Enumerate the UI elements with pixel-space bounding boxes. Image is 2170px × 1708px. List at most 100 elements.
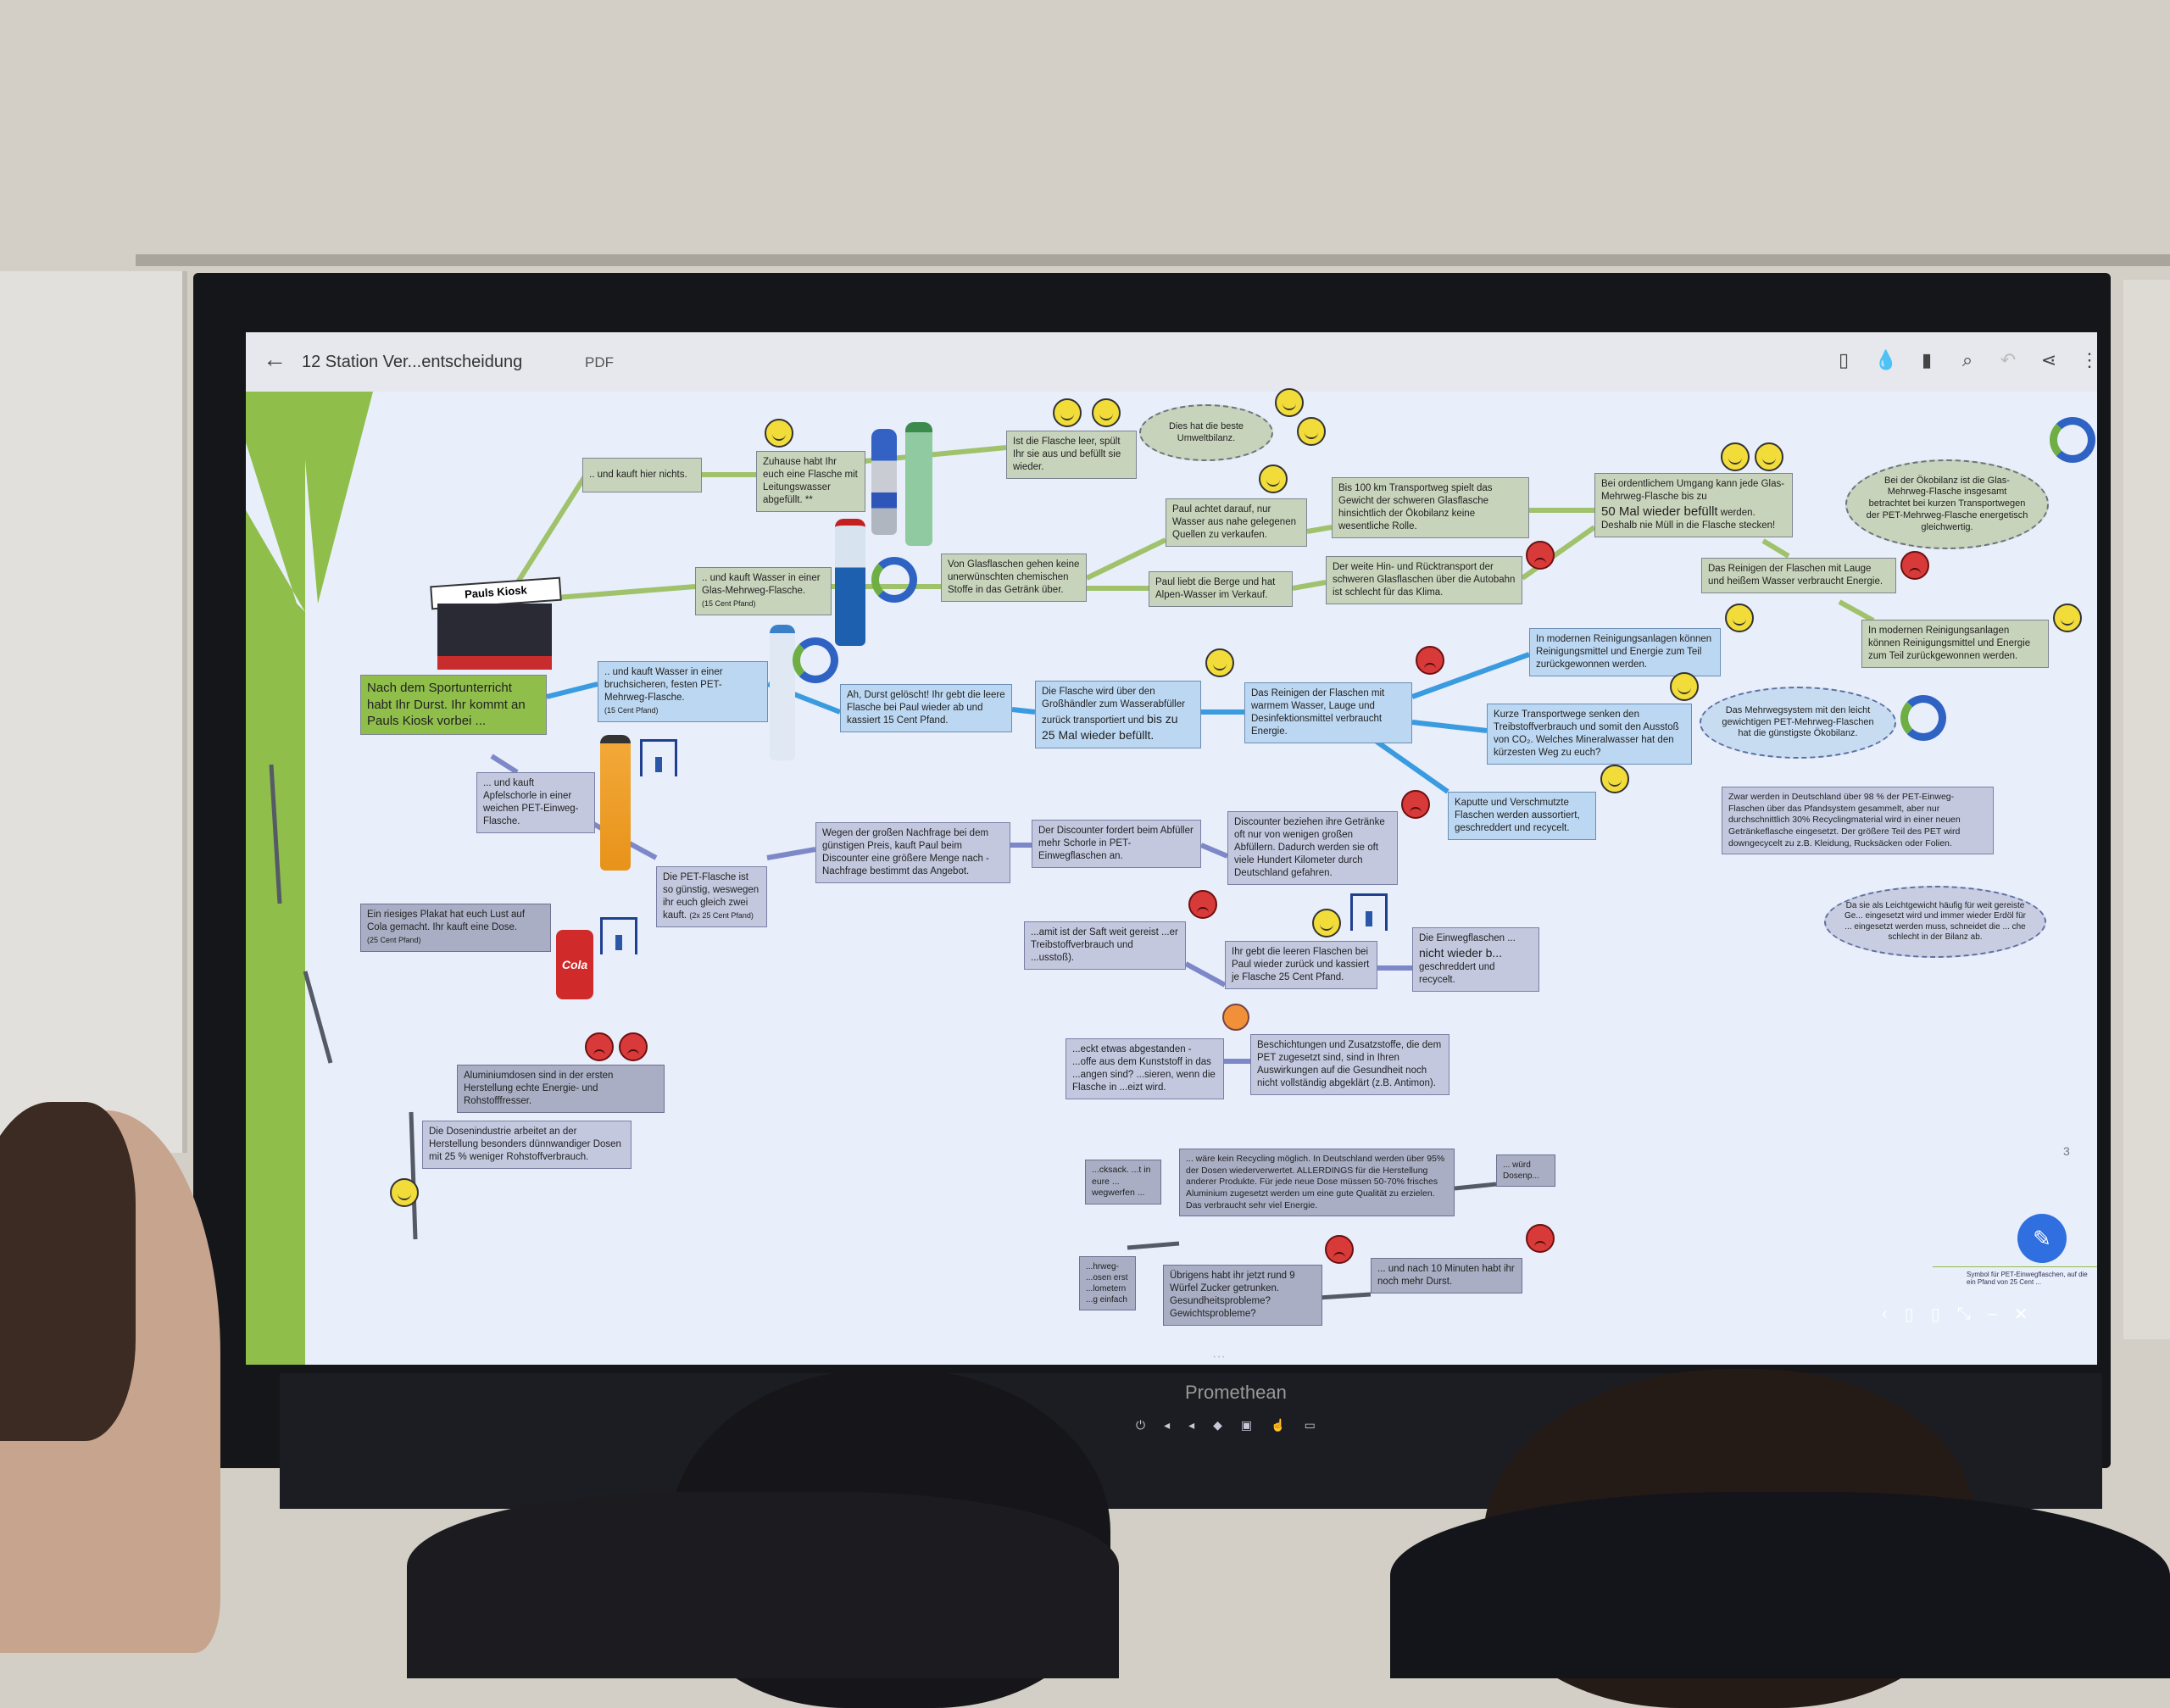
grey-lines bbox=[269, 764, 1497, 1301]
page-number: 3 bbox=[2063, 1144, 2070, 1158]
thumbs-up-smiley-icon bbox=[1600, 765, 1629, 793]
deposit-note: (2x 25 Cent Pfand) bbox=[689, 910, 754, 920]
collapse-button[interactable]: ⤡ bbox=[1956, 1304, 1971, 1323]
thumbs-up-smiley-icon bbox=[1205, 648, 1234, 677]
thumbs-up-smiley-icon bbox=[765, 419, 793, 448]
thumbs-up-smiley-icon bbox=[1275, 388, 1304, 417]
callout-oeko-glass: Bei der Ökobilanz ist die Glas-Mehrweg-F… bbox=[1845, 459, 2049, 549]
deposit-note: (25 Cent Pfand) bbox=[367, 935, 421, 944]
minimize-button[interactable]: – bbox=[1987, 1304, 1997, 1323]
node-glass-buy: .. und kauft Wasser in einer Glas-Mehrwe… bbox=[695, 567, 832, 615]
close-button[interactable]: ✕ bbox=[2013, 1305, 2028, 1324]
node-cheap-text: Die PET-Flasche ist so günstig, weswegen… bbox=[663, 872, 760, 921]
node-return-25: Ihr gebt die leeren Flaschen bei Paul wi… bbox=[1225, 941, 1377, 989]
legend-einweg-symbol: Symbol für PET-Einwegflaschen, auf die e… bbox=[1933, 1266, 2097, 1297]
pet-bottle-image bbox=[770, 625, 795, 760]
node-glass-chem: Von Glasflaschen gehen keine unerwünscht… bbox=[941, 554, 1087, 602]
thumbs-down-devil-icon bbox=[1526, 541, 1555, 570]
apple-bottle-image bbox=[600, 735, 631, 871]
prev-page-button[interactable]: ‹ bbox=[1882, 1304, 1888, 1323]
more-icon[interactable]: ⋮ bbox=[2080, 349, 2097, 370]
node-cola: Ein riesiges Plakat hat euch Lust auf Co… bbox=[360, 904, 551, 952]
search-icon[interactable]: ⌕ bbox=[1961, 349, 1973, 370]
node-pet-buy: .. und kauft Wasser in einer bruchsicher… bbox=[598, 661, 768, 722]
fifty-text-a: Bei ordentlichem Umgang kann jede Glas-M… bbox=[1601, 479, 1785, 502]
thumbs-up-smiley-icon bbox=[1721, 442, 1750, 471]
plastic-bottle-image bbox=[905, 422, 932, 546]
student-right-torso bbox=[1390, 1492, 2170, 1678]
node-pet-buy-text: .. und kauft Wasser in einer bruchsicher… bbox=[604, 667, 723, 703]
callout-pet-mw-best: Das Mehrwegsystem mit den leicht gewicht… bbox=[1700, 687, 1896, 759]
thumbs-down-devil-icon bbox=[1526, 1224, 1555, 1253]
node-juice: ...amit ist der Saft weit gereist ...er … bbox=[1024, 921, 1186, 970]
volume-up-icon[interactable]: ◂ bbox=[1188, 1417, 1195, 1432]
node-discounter-far: Discounter beziehen ihre Getränke oft nu… bbox=[1227, 811, 1398, 885]
freeze-icon[interactable]: ▭ bbox=[1304, 1417, 1316, 1432]
bezel-dots: ··· bbox=[1212, 1349, 1226, 1364]
whiteboard-panel bbox=[0, 271, 187, 1153]
student-center-torso bbox=[407, 1492, 1119, 1678]
thumbs-down-devil-icon bbox=[1416, 646, 1444, 675]
node-wholesale: Die Flasche wird über den Großhändler zu… bbox=[1035, 681, 1201, 748]
green-band bbox=[246, 392, 305, 1365]
back-arrow-icon[interactable]: ← bbox=[263, 346, 287, 372]
node-apple: ... und kauft Apfelschorle in einer weic… bbox=[476, 772, 595, 833]
share-icon[interactable]: ⋖ bbox=[2040, 349, 2057, 370]
promethean-home-icon[interactable]: ◆ bbox=[1213, 1417, 1222, 1432]
node-no-recycling: ... wäre kein Recycling möglich. In Deut… bbox=[1179, 1149, 1455, 1217]
node-thin-cans: Die Dosenindustrie arbeitet an der Herst… bbox=[422, 1121, 632, 1169]
document-title: 12 Station Ver...entscheidung bbox=[302, 353, 523, 371]
oneway-text-a: Die Einwegflaschen ... bbox=[1419, 933, 1516, 943]
wall-rail bbox=[136, 254, 2170, 266]
node-cheap: Die PET-Flasche ist so günstig, weswegen… bbox=[656, 866, 767, 927]
node-mehrweg-partial: ...hrweg- ...osen erst ...lometern ...g … bbox=[1079, 1256, 1136, 1310]
undo-icon[interactable]: ↶ bbox=[2000, 349, 2017, 370]
node-nothing: .. und kauft hier nichts. bbox=[582, 458, 702, 492]
mehrweg-logo-icon bbox=[1900, 695, 1946, 741]
oneway-text-c: geschreddert und recycelt. bbox=[1419, 961, 1495, 985]
deposit-note: (15 Cent Pfand) bbox=[702, 598, 756, 608]
blue-lines bbox=[546, 652, 1531, 794]
two-page-view-button[interactable]: ▯ bbox=[1930, 1305, 1940, 1324]
node-taste: ...eckt etwas abgestanden - ...offe aus … bbox=[1066, 1038, 1224, 1099]
thumbs-up-smiley-icon bbox=[1725, 604, 1754, 632]
edit-pencil-button[interactable]: ✎ bbox=[2017, 1214, 2067, 1263]
ink-icon[interactable]: 💧 bbox=[1874, 349, 1898, 370]
thumbs-down-devil-icon bbox=[1188, 890, 1217, 919]
callout-lightweight: Da sie als Leichtgewicht häufig für weit… bbox=[1824, 886, 2046, 958]
node-coatings: Beschichtungen und Zusatzstoffe, die dem… bbox=[1250, 1034, 1449, 1095]
node-broken: Kaputte und Verschmutzte Flaschen werden… bbox=[1448, 792, 1596, 840]
touch-icon[interactable]: ☝ bbox=[1271, 1417, 1286, 1432]
mehrweg-logo-icon bbox=[871, 557, 917, 603]
single-page-view-button[interactable]: ▯ bbox=[1904, 1305, 1914, 1324]
thumbs-up-smiley-icon bbox=[2053, 604, 2082, 632]
green-wedge bbox=[305, 392, 373, 604]
node-glass-buy-text: .. und kauft Wasser in einer Glas-Mehrwe… bbox=[702, 573, 821, 596]
volume-down-icon[interactable]: ◂ bbox=[1164, 1417, 1171, 1432]
thumbs-up-smiley-icon bbox=[1312, 909, 1341, 937]
pet-einweg-symbol-icon bbox=[600, 917, 637, 954]
wall-panel bbox=[2123, 280, 2170, 1339]
node-warm-clean: Das Reinigen der Flaschen mit warmem Was… bbox=[1244, 682, 1412, 743]
power-icon[interactable]: ⏻ bbox=[1136, 1417, 1146, 1432]
node-thirst: Ah, Durst gelöscht! Ihr gebt die leere F… bbox=[840, 684, 1012, 732]
glass-bottle-image bbox=[835, 519, 865, 646]
thumbs-down-devil-icon bbox=[1325, 1235, 1354, 1264]
node-100km: Bis 100 km Transportweg spielt das Gewic… bbox=[1332, 477, 1529, 538]
node-oneway: Die Einwegflaschen ... nicht wieder b...… bbox=[1412, 927, 1539, 992]
node-dosenpfand: ... würd Dosenp... bbox=[1496, 1154, 1555, 1187]
node-modern-green: In modernen Reinigungsanlagen können Rei… bbox=[1861, 620, 2049, 668]
node-cola-text: Ein riesiges Plakat hat euch Lust auf Co… bbox=[367, 910, 526, 932]
node-backpack: ...cksack. ...t in eure ... wegwerfen ..… bbox=[1085, 1160, 1161, 1205]
viewer-toolbar: ← 12 Station Ver...entscheidung PDF ▯ 💧 … bbox=[246, 332, 2097, 392]
bookmark-icon[interactable]: ▮ bbox=[1921, 349, 1933, 370]
steel-bottle-image bbox=[871, 429, 897, 535]
sidebar-icon[interactable]: ▯ bbox=[1838, 349, 1850, 370]
node-refill: Ist die Flasche leer, spült Ihr sie aus … bbox=[1006, 431, 1137, 479]
mehrweg-logo-icon bbox=[793, 637, 838, 683]
thumbs-up-smiley-icon bbox=[1053, 398, 1082, 427]
node-discounter: Der Discounter fordert beim Abfüller meh… bbox=[1032, 820, 1201, 868]
oneway-text-b: nicht wieder b... bbox=[1419, 945, 1503, 960]
input-icon[interactable]: ▣ bbox=[1240, 1417, 1253, 1432]
node-demand: Wegen der großen Nachfrage bei dem günst… bbox=[815, 822, 1010, 883]
